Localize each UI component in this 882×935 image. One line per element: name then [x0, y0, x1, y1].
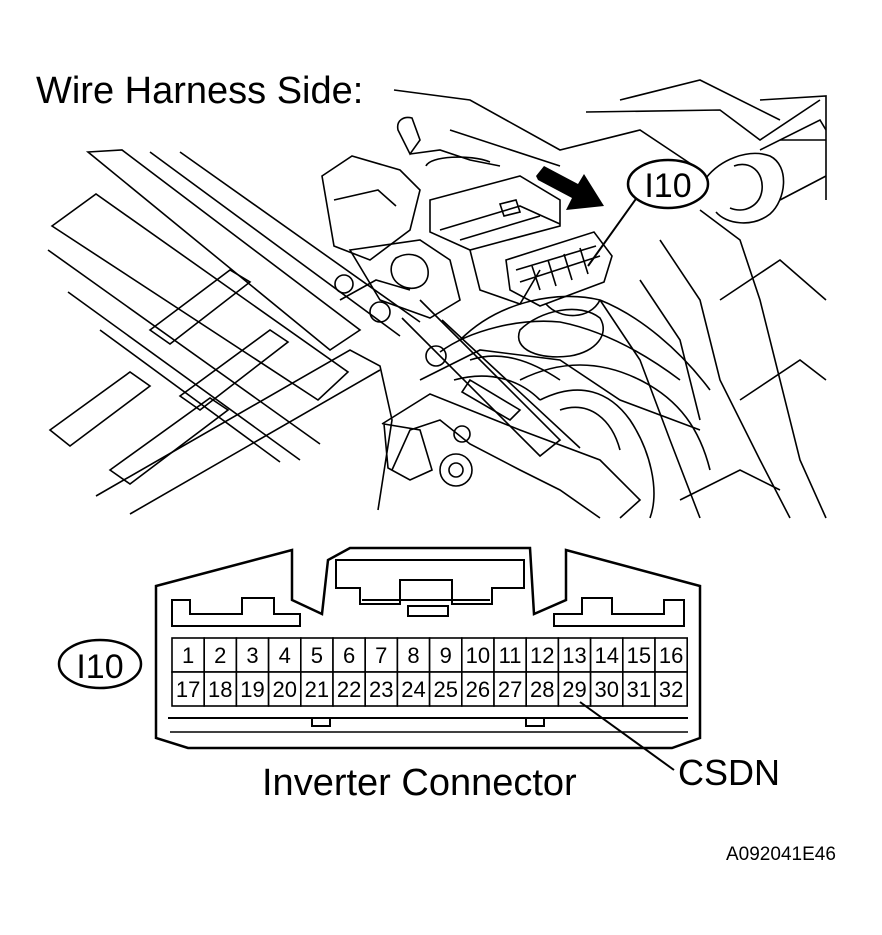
- pin-cell: 21: [299, 671, 334, 707]
- pin-cell: 8: [396, 637, 431, 673]
- pin-cell: 6: [332, 637, 367, 673]
- pin-cell-border: [299, 671, 334, 707]
- pin-number: 31: [627, 677, 651, 702]
- pin-cell: 28: [525, 671, 560, 707]
- pin-cell-border: [621, 671, 656, 707]
- pin-number: 6: [343, 643, 355, 668]
- pin-cell: 12: [525, 637, 560, 673]
- connector-badge-face-text: I10: [76, 648, 123, 686]
- pin-cell: 32: [654, 671, 689, 707]
- pin-number: 4: [279, 643, 291, 668]
- pin-number: 3: [246, 643, 258, 668]
- direction-arrow-icon: [536, 166, 604, 210]
- pin-cell: 24: [396, 671, 431, 707]
- pin-cell-border: [654, 637, 689, 673]
- pin-cell: 17: [171, 671, 206, 707]
- pin-cell: 23: [364, 671, 399, 707]
- pin-cell-border: [621, 637, 656, 673]
- pin-cell-border: [525, 671, 560, 707]
- pin-cell-border: [235, 637, 270, 673]
- pin-number: 9: [440, 643, 452, 668]
- diagram-title: Wire Harness Side:: [36, 70, 364, 112]
- pin-cell-border: [299, 637, 334, 673]
- pin-cell-border: [396, 671, 431, 707]
- pin-cell: 4: [267, 637, 302, 673]
- pin-cell: 11: [493, 637, 528, 673]
- pin-cell-border: [267, 637, 302, 673]
- pin-cell: 20: [267, 671, 302, 707]
- pin-number: 11: [499, 643, 522, 668]
- connector-badge-top-text: I10: [644, 167, 691, 205]
- pin-cell-border: [460, 671, 495, 707]
- pin-cell-border: [171, 637, 206, 673]
- pin-cell: 22: [332, 671, 367, 707]
- pin-number: 1: [182, 643, 194, 668]
- pin-number: 16: [659, 643, 683, 668]
- pin-cell: 18: [203, 671, 238, 707]
- connector-badge-face: I10: [57, 638, 143, 690]
- pin-cell: 16: [654, 637, 689, 673]
- pin-number: 21: [305, 677, 329, 702]
- connector-badge-top: I10: [587, 158, 710, 267]
- pin-cell: 26: [460, 671, 495, 707]
- pin-number: 25: [433, 677, 457, 702]
- pin-number: 30: [594, 677, 618, 702]
- pin-cell: 30: [589, 671, 624, 707]
- pin-number: 5: [311, 643, 323, 668]
- pin-cell: 27: [493, 671, 528, 707]
- pin-cell: 5: [299, 637, 334, 673]
- pin-cell: 31: [621, 671, 656, 707]
- pin-number: 8: [407, 643, 419, 668]
- pin-number: 26: [466, 677, 490, 702]
- pin-cell: 9: [428, 637, 463, 673]
- pin-number: 22: [337, 677, 361, 702]
- pin-number: 29: [562, 677, 586, 702]
- pin-cell-border: [557, 671, 592, 707]
- pin-cell-border: [332, 671, 367, 707]
- pin-number: 28: [530, 677, 554, 702]
- csdn-leader-line: [579, 701, 675, 771]
- engine-bay-illustration: [47, 79, 827, 519]
- pin-number: 18: [208, 677, 232, 702]
- pin-cell: 29: [557, 671, 592, 707]
- pin-number: 13: [562, 643, 586, 668]
- pin-number: 32: [659, 677, 683, 702]
- pin-number: 23: [369, 677, 393, 702]
- pin-cell-border: [493, 671, 528, 707]
- figure-code: A092041E46: [726, 844, 836, 865]
- connector-name-label: Inverter Connector: [262, 762, 577, 804]
- pin-number: 20: [272, 677, 296, 702]
- pin-cell: 3: [235, 637, 270, 673]
- pin-number: 27: [498, 677, 522, 702]
- pin-number: 12: [530, 643, 554, 668]
- pin-number: 15: [627, 643, 651, 668]
- pin-cell: 14: [589, 637, 624, 673]
- pin-number: 24: [401, 677, 425, 702]
- pin-cell: 19: [235, 671, 270, 707]
- pin-number: 7: [375, 643, 387, 668]
- pin-cell-border: [654, 671, 689, 707]
- pin-cell: 25: [428, 671, 463, 707]
- pin-cell: 10: [460, 637, 495, 673]
- pin-number: 2: [214, 643, 226, 668]
- pin-cell: 1: [171, 637, 206, 673]
- pin-number: 10: [466, 643, 490, 668]
- pin-cell: 2: [203, 637, 238, 673]
- pin-number: 14: [594, 643, 618, 668]
- pin-cell: 13: [557, 637, 592, 673]
- csdn-label: CSDN: [678, 752, 781, 793]
- pin-cell: 15: [621, 637, 656, 673]
- pin-cell: 7: [364, 637, 399, 673]
- pin-cell-border: [267, 671, 302, 707]
- pin-number: 17: [176, 677, 200, 702]
- pin-number: 19: [240, 677, 264, 702]
